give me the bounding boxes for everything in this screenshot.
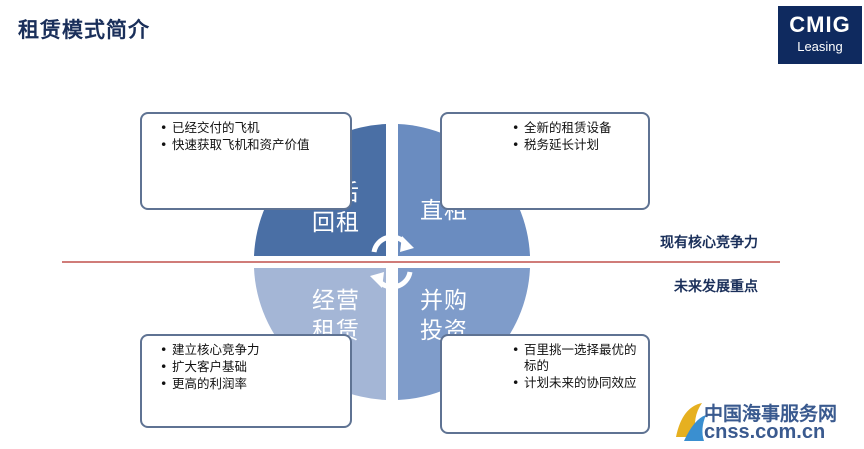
label-current-competitiveness: 现有核心竞争力 [660,235,758,251]
callout-bottom-right: 百里挑一选择最优的标的 计划未来的协同效应 [440,334,650,434]
quad-text-line: 并购 投资 [420,288,468,344]
callout-item: 建立核心竞争力 [160,342,340,358]
arrow-head-top [400,236,414,252]
page-title: 租赁模式简介 [18,18,150,42]
callout-top-left: 已经交付的飞机 快速获取飞机和资产价值 [140,112,352,210]
cnss-logo-icon [676,403,706,441]
watermark-cn: 中国海事服务网 [704,403,838,425]
callout-item: 快速获取飞机和资产价值 [160,137,340,153]
callout-item: 扩大客户基础 [160,359,340,375]
label-future-focus: 未来发展重点 [674,279,758,295]
callout-bottom-left: 建立核心竞争力 扩大客户基础 更高的利润率 [140,334,352,428]
quadrant-label-bottom-right: 并购 投资 [404,286,484,346]
callout-item: 全新的租赁设备 [512,120,638,136]
callout-item: 百里挑一选择最优的标的 [512,342,638,374]
callout-item: 税务延长计划 [512,137,638,153]
callout-item: 计划未来的协同效应 [512,375,638,391]
logo-brand: CMIG [789,12,851,37]
cmig-logo: CMIG Leasing [778,6,862,64]
callout-item: 更高的利润率 [160,376,340,392]
callout-top-right: 全新的租赁设备 税务延长计划 [440,112,650,210]
logo-sub: Leasing [797,39,843,54]
callout-item: 已经交付的飞机 [160,120,340,136]
watermark-en: cnss.com.cn [704,421,826,443]
arrow-head-bottom [370,272,384,288]
